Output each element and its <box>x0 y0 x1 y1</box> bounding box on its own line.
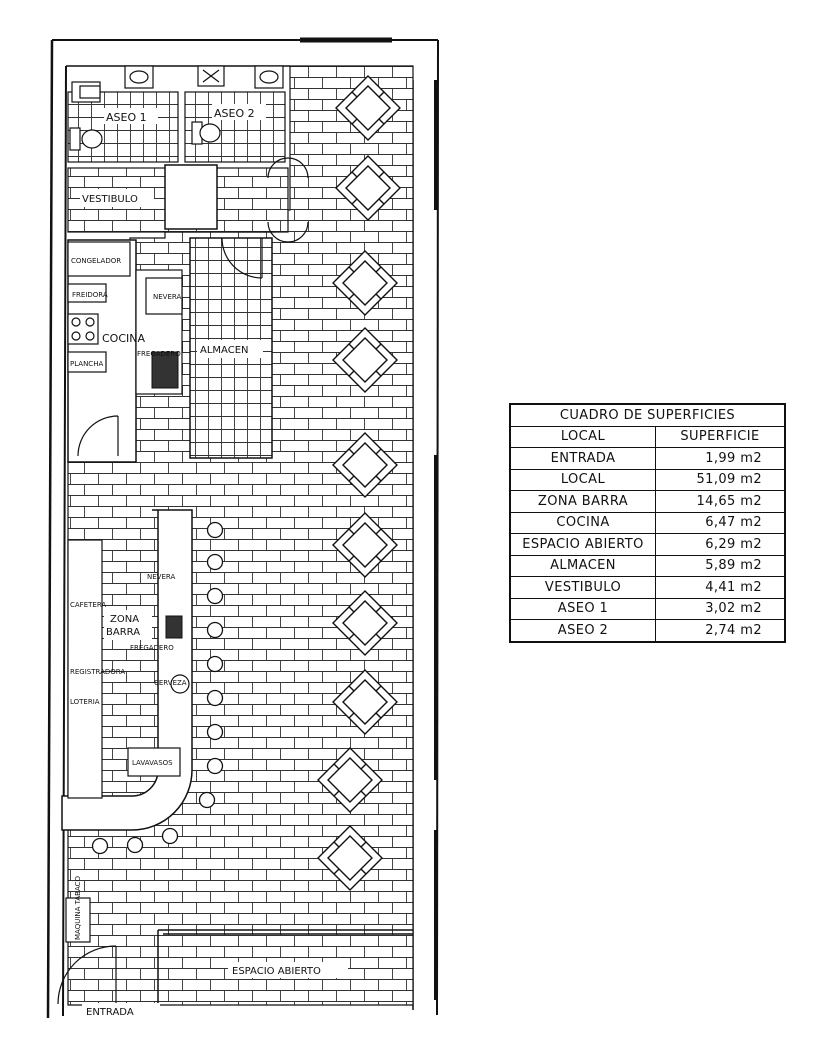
vestibulo-door <box>267 157 309 243</box>
aseo2-label-bg <box>212 104 266 120</box>
surface-table: CUADRO DE SUPERFICIES LOCAL SUPERFICIE E… <box>509 403 786 643</box>
row-superficie: 51,09 m2 <box>655 468 786 491</box>
table-title: CUADRO DE SUPERFICIES <box>509 403 786 427</box>
aseo1-label: ASEO 1 <box>106 111 147 124</box>
fregadero-cocina-label: FREGADERO <box>137 350 181 358</box>
table-header-row: LOCAL SUPERFICIE <box>509 425 786 448</box>
row-local: ALMACEN <box>509 554 656 577</box>
header-local: LOCAL <box>509 425 656 448</box>
espacio-abierto-label: ESPACIO ABIERTO <box>232 966 321 977</box>
cocina-floor <box>67 239 137 463</box>
almacen-label: ALMACEN <box>200 345 249 356</box>
row-superficie: 1,99 m2 <box>655 447 786 470</box>
entrada-label-bg <box>82 1003 160 1018</box>
bar-label-bg <box>104 610 152 640</box>
aseo1-floor <box>67 91 179 163</box>
row-local: ASEO 1 <box>509 597 656 620</box>
vestibulo-label: VESTIBULO <box>82 194 138 205</box>
espacio-abierto-label-bg <box>228 962 348 978</box>
entrada-label: ENTRADA <box>86 1007 134 1018</box>
row-superficie: 4,41 m2 <box>655 576 786 599</box>
loteria-label: LOTERIA <box>70 698 100 706</box>
freidora-label: FREIDORA <box>72 291 108 299</box>
cocina-plancha <box>67 351 107 373</box>
row-local: ASEO 2 <box>509 619 656 642</box>
row-local: LOCAL <box>509 468 656 491</box>
row-local: ESPACIO ABIERTO <box>509 533 656 556</box>
row-superficie: 3,02 m2 <box>655 597 786 620</box>
cocina-freidora <box>67 283 107 303</box>
cocina-label: COCINA <box>102 332 145 345</box>
cocina-hob <box>67 313 99 345</box>
espacio-abierto-frame <box>157 929 413 1003</box>
almacen-label-bg <box>197 340 263 358</box>
registradora-label: REGISTRADORA <box>70 668 125 676</box>
bar-fregadero-basin <box>165 615 183 639</box>
nevera-barra-label: NEVERA <box>147 573 175 581</box>
bar-stools <box>91 521 224 855</box>
zona-barra-label-2: BARRA <box>106 627 140 638</box>
row-superficie: 6,29 m2 <box>655 533 786 556</box>
zona-barra-label-1: ZONA <box>110 614 139 625</box>
aseo2-label: ASEO 2 <box>214 107 255 120</box>
cocina-nevera <box>145 277 183 315</box>
plancha-label: PLANCHA <box>70 360 103 368</box>
row-superficie: 2,74 m2 <box>655 619 786 642</box>
cafe-tables <box>317 75 401 891</box>
cocina-congelador <box>67 241 131 277</box>
cafetera-label: CAFETERA <box>70 601 106 609</box>
bar-lavavasos-box <box>127 747 181 777</box>
entrance-door <box>57 945 117 1005</box>
header-superficie: SUPERFICIE <box>655 425 786 448</box>
row-local: COCINA <box>509 511 656 534</box>
lavavasos-label: LAVAVASOS <box>132 759 173 767</box>
row-superficie: 6,47 m2 <box>655 511 786 534</box>
row-superficie: 5,89 m2 <box>655 554 786 577</box>
kitchen-door <box>77 415 119 457</box>
row-local: ZONA BARRA <box>509 490 656 513</box>
vestibulo-inner-box <box>164 164 218 230</box>
maquina-tabaco-label: MAQUINA TABACO <box>74 875 82 940</box>
table-title-row: CUADRO DE SUPERFICIES <box>509 403 786 427</box>
cocina-fregadero-basin <box>151 351 179 389</box>
bar-back-counter <box>67 539 103 799</box>
vestibulo-label-bg <box>80 189 154 207</box>
row-superficie: 14,65 m2 <box>655 490 786 513</box>
maquina-tabaco-box <box>65 897 91 943</box>
row-local: VESTIBULO <box>509 576 656 599</box>
nevera-cocina-label: NEVERA <box>153 293 181 301</box>
congelador-label: CONGELADOR <box>71 257 121 265</box>
fregadero-barra-label: FREGADERO <box>130 644 174 652</box>
bar-cerveza-tap <box>170 674 190 694</box>
almacen-door <box>221 237 263 279</box>
row-local: ENTRADA <box>509 447 656 470</box>
cerveza-label: CERVEZA <box>154 679 187 687</box>
aseo1-label-bg <box>104 108 158 124</box>
restroom-fixtures <box>69 65 284 151</box>
